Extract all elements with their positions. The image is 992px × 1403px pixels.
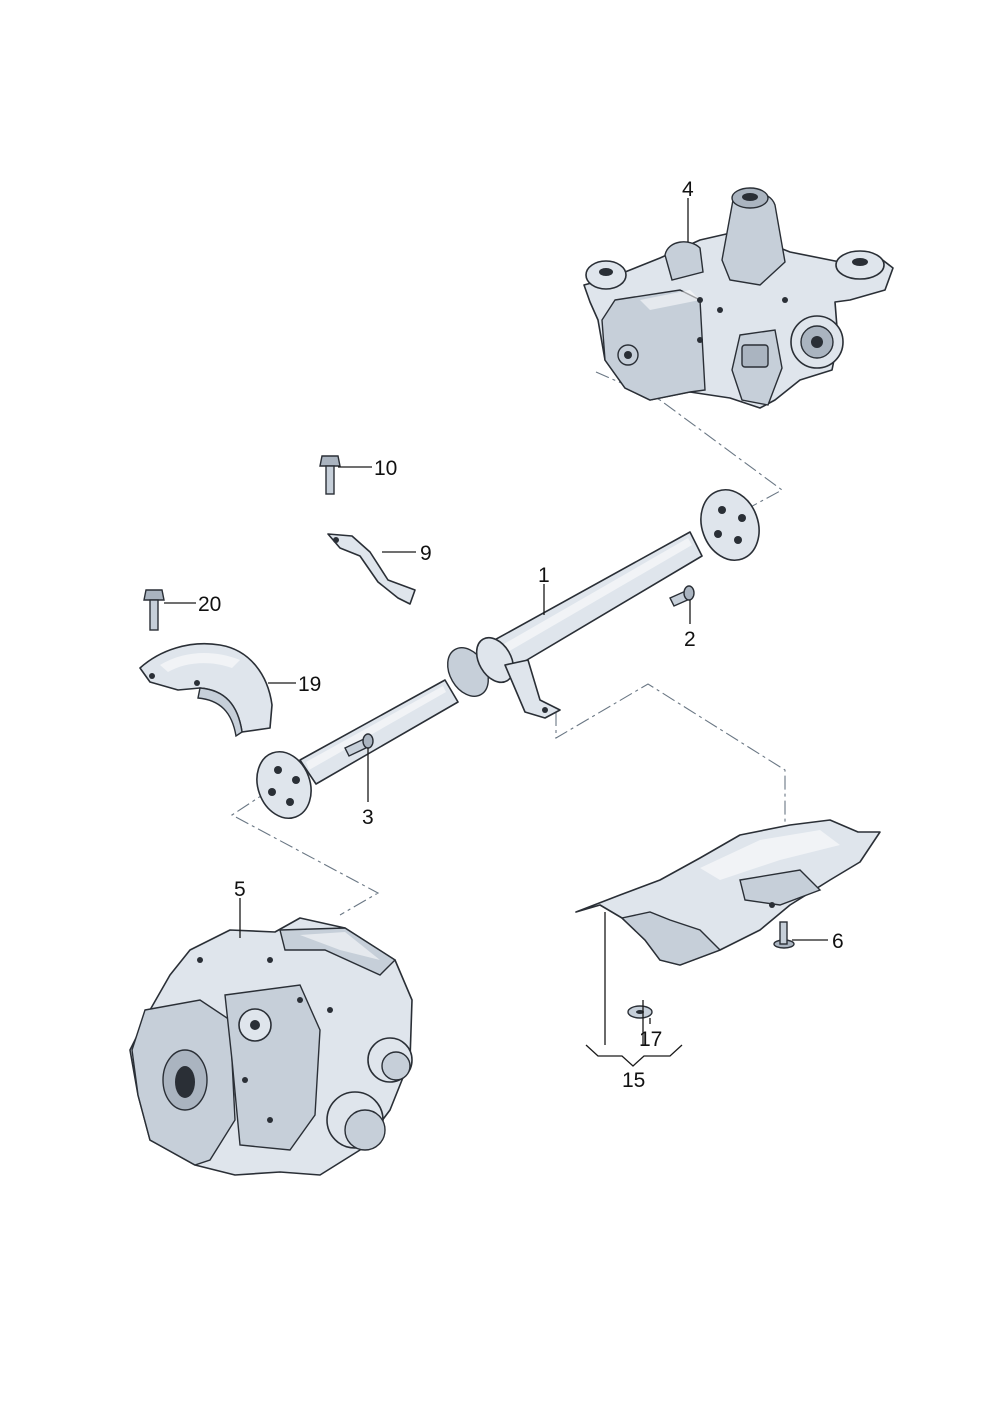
gearbox	[129, 917, 413, 1176]
heat-shield-15	[575, 819, 881, 966]
bolt-10	[319, 455, 341, 495]
assembly-line-gearbox	[230, 789, 380, 916]
callout-10: 10	[374, 457, 397, 480]
heat-shield-19	[139, 642, 273, 738]
leader-lines	[164, 198, 828, 1067]
bolt-20	[143, 589, 165, 631]
rear-differential	[583, 187, 894, 409]
screw-2	[669, 585, 695, 607]
bolt-6	[773, 921, 795, 949]
callout-20: 20	[198, 593, 221, 616]
bracket-15	[585, 1044, 683, 1067]
callouts: 1 2 3 4 5 6 9 10 15 17 19 20	[198, 178, 844, 1092]
callout-5: 5	[234, 878, 246, 901]
callout-3: 3	[362, 806, 374, 829]
assembly-line-heat-shield	[555, 683, 786, 905]
bracket-9	[327, 533, 416, 605]
washer-17	[627, 1005, 653, 1019]
callout-4: 4	[682, 178, 694, 201]
callout-1: 1	[538, 564, 550, 587]
screw-3	[344, 733, 374, 757]
propeller-shaft	[256, 489, 760, 819]
callout-17: 17	[639, 1028, 662, 1051]
callout-6: 6	[832, 930, 844, 953]
callout-15: 15	[622, 1069, 645, 1092]
callout-2: 2	[684, 628, 696, 651]
callout-9: 9	[420, 542, 432, 565]
callout-19: 19	[298, 673, 321, 696]
